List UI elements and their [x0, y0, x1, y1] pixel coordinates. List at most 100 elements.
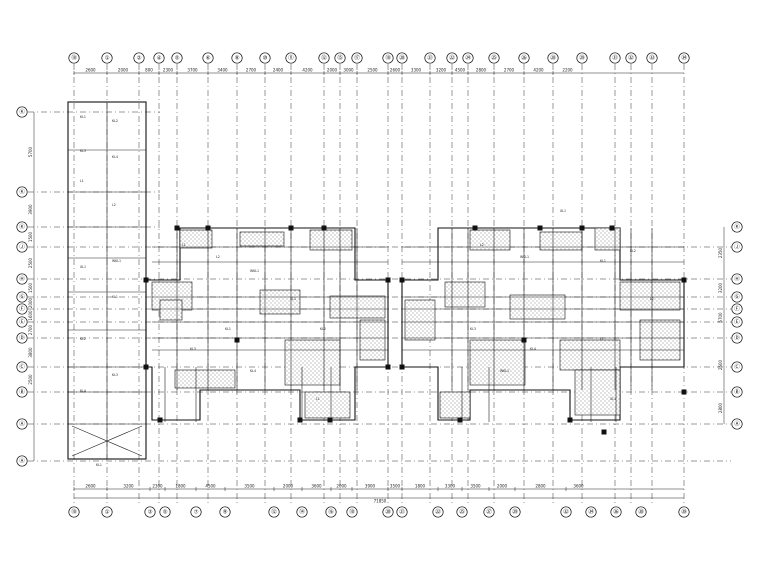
overall-dimension-value: 71850: [374, 499, 387, 504]
axis-bubble-label: Ⓗ: [734, 274, 740, 282]
axis-bubble-label: Ⓐ: [19, 419, 25, 427]
axis-bubble-label: ⑯: [328, 507, 334, 515]
axis-bubble-label: ⑫: [271, 507, 277, 515]
axis-bubble: [68, 52, 80, 64]
axis-bubble: [483, 506, 495, 518]
axis-bubble: [731, 418, 743, 430]
hatched-slab-zone: [259, 289, 301, 315]
hatched-slab-zone: [594, 227, 621, 251]
top-dimension-value: 3400: [217, 68, 228, 73]
axis-bubble-label: ⑦: [194, 508, 199, 515]
top-dimension-value: 4200: [533, 68, 544, 73]
axis-bubble-label: ㉞: [681, 53, 687, 61]
column: [681, 389, 687, 395]
beam-annotation-label: L1: [80, 179, 84, 183]
axis-bubble: [296, 506, 308, 518]
beam-annotation-label: XL1: [610, 397, 616, 401]
axis-bubble: [101, 52, 113, 64]
top-dimension-value: 2200: [562, 68, 573, 73]
top-dimension-value: 2300: [163, 68, 174, 73]
hatched-slab-zone: [574, 369, 621, 416]
axis-bubble: [16, 291, 28, 303]
column: [143, 364, 149, 370]
column: [321, 225, 327, 231]
axis-bubble: [351, 52, 363, 64]
axis-bubble-label: ㉞: [588, 507, 594, 515]
beam-annotation-label: XL1: [290, 297, 296, 301]
right-dimension-value: 2500: [718, 359, 723, 370]
bottom-dimension-value: 2300: [152, 484, 163, 489]
axis-bubble-label: ①: [105, 55, 110, 61]
axis-bubble-label: Ⓖ: [19, 292, 25, 300]
axis-bubble-label: Ⓚ: [19, 107, 25, 115]
column: [234, 337, 240, 343]
axis-bubble-label: ㉕: [459, 507, 465, 515]
axis-bubble: [16, 455, 28, 467]
top-dimension-value: 3700: [187, 68, 198, 73]
axis-bubble-label: ㉑: [427, 53, 433, 61]
right-dimension-value: 3200: [718, 282, 723, 293]
axis-bubble: [731, 221, 743, 233]
axis-bubble: [190, 506, 202, 518]
beam-annotation-label: KL1: [112, 295, 118, 299]
bottom-dimension-value: 3300: [445, 484, 456, 489]
axis-bubble-label: ㉗: [486, 507, 492, 515]
axis-bubble-label: Ⓙ: [734, 242, 740, 250]
top-dimension-value: 800: [145, 68, 153, 73]
hatched-slab-zone: [239, 231, 285, 247]
right-unit-outline: [401, 227, 685, 421]
beam-annotation-label: KL4: [112, 155, 118, 159]
axis-bubble: [731, 291, 743, 303]
right-dimension-value: 2800: [718, 402, 723, 413]
axis-bubble: [731, 241, 743, 253]
axis-bubble-label: Ⓕ: [19, 304, 25, 312]
axis-bubble: [560, 506, 572, 518]
axis-bubble: [731, 273, 743, 285]
left-dimension-value: 5700: [28, 146, 33, 157]
beam-annotation-label: KL3: [470, 327, 476, 331]
axis-bubble-label: ⑤: [175, 55, 180, 61]
top-dimension-value: 2000: [118, 68, 129, 73]
axis-bubble: [133, 52, 145, 64]
hatched-slab-zone: [179, 229, 213, 249]
top-dimension-value: 2700: [504, 68, 515, 73]
left-dimension-value: 2000: [28, 297, 33, 308]
axis-bubble-label: ㉒: [435, 507, 441, 515]
column: [399, 364, 405, 370]
beam-annotation-label: L1: [182, 243, 186, 247]
axis-bubble-label: ㉛: [612, 53, 618, 61]
beam-annotation-label: KL3: [190, 347, 196, 351]
beam-annotation-label: KL4: [530, 347, 536, 351]
beam-annotation-label: KL2: [80, 337, 86, 341]
column: [521, 337, 527, 343]
beam-annotation-label: KL1: [225, 327, 231, 331]
top-dimension-value: 3300: [411, 68, 422, 73]
hatched-slab-zone: [404, 299, 436, 341]
right-dimension-value: 2350: [718, 247, 723, 258]
beam-annotation-label: KL3: [80, 149, 86, 153]
axis-bubble-label: ㉝: [649, 53, 655, 61]
top-dimension-value: 3200: [436, 68, 447, 73]
bottom-dimension-value: 2000: [336, 484, 347, 489]
axis-bubble: [678, 52, 690, 64]
axis-bubble-label: ㊱: [613, 507, 619, 515]
top-dimension-value: 2800: [476, 68, 487, 73]
axis-bubble: [635, 506, 647, 518]
beam-annotation-label: L1: [316, 397, 320, 401]
hatched-slab-zone: [329, 295, 386, 319]
dimension-lines: 2600 2000 800 2300 3700 3400 2700 2400 4200 2000 3…: [28, 68, 725, 504]
column: [601, 429, 607, 435]
column: [297, 417, 303, 423]
bottom-dimension-value: 3600: [573, 484, 584, 489]
column: [385, 277, 391, 283]
axis-bubble: [731, 316, 743, 328]
column: [579, 225, 585, 231]
axis-bubble: [396, 52, 408, 64]
axis-bubble: [731, 332, 743, 344]
top-dimension-value: 2400: [273, 68, 284, 73]
left-dimension-value: 2500: [28, 374, 33, 385]
axis-bubble-label: ⑱: [385, 53, 391, 61]
axis-bubble-label: Ⓐ: [19, 456, 25, 464]
top-dimension-value: 2600: [85, 68, 96, 73]
